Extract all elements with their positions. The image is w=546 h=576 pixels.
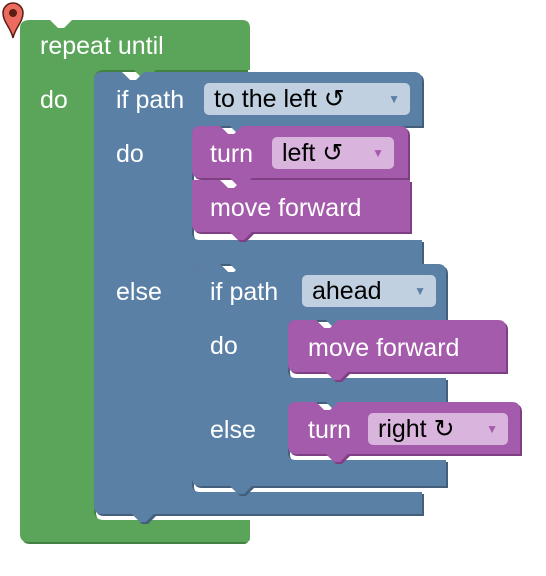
move-forward-block-2[interactable] <box>288 320 508 382</box>
repeat-until-label: repeat until <box>40 32 164 60</box>
if-do-label: do <box>116 140 144 168</box>
path-direction-value: to the left ↺ <box>214 85 345 113</box>
dropdown-arrow-icon: ▼ <box>388 92 400 106</box>
move-forward-label: move forward <box>308 334 460 362</box>
move-forward-block-1[interactable] <box>192 180 412 242</box>
inner-path-direction-value: ahead <box>312 277 382 305</box>
map-pin-icon <box>2 2 24 39</box>
turn-direction-dropdown[interactable]: right ↻ ▼ <box>368 413 508 445</box>
if-path-block-outer[interactable] <box>94 72 424 524</box>
if-path-label: if path <box>116 86 185 114</box>
turn-direction-value: left ↺ <box>282 139 344 167</box>
turn-direction-dropdown[interactable]: left ↺ ▼ <box>272 137 394 169</box>
turn-direction-value: right ↻ <box>378 415 455 443</box>
path-direction-dropdown[interactable]: to the left ↺ ▼ <box>204 83 410 115</box>
dropdown-arrow-icon: ▼ <box>486 422 498 436</box>
repeat-until-block[interactable] <box>20 20 250 544</box>
if-path-block-inner[interactable] <box>192 264 448 496</box>
inner-else-label: else <box>210 416 256 444</box>
dropdown-arrow-icon: ▼ <box>372 146 384 160</box>
inner-do-label: do <box>210 332 238 360</box>
inner-path-direction-dropdown[interactable]: ahead ▼ <box>302 275 436 307</box>
dropdown-arrow-icon: ▼ <box>414 284 426 298</box>
repeat-do-label: do <box>40 86 68 114</box>
turn-label: turn <box>308 416 352 444</box>
turn-label: turn <box>210 140 254 168</box>
move-forward-label: move forward <box>210 194 362 222</box>
inner-if-path-label: if path <box>210 278 279 306</box>
if-else-label: else <box>116 278 162 306</box>
